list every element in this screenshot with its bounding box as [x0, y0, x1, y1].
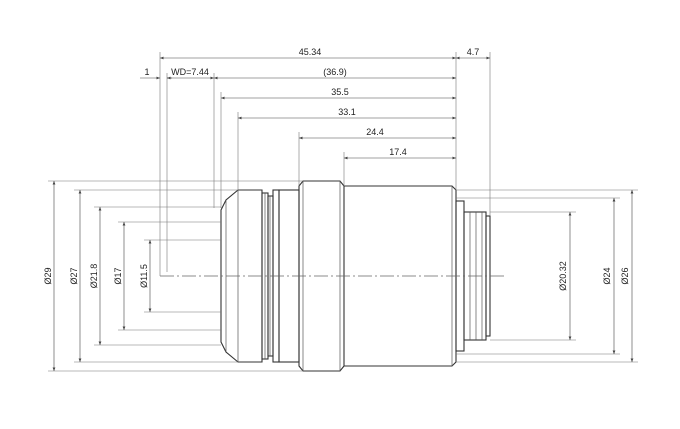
extension-lines-vertical — [159, 52, 491, 276]
dia115-label: Ø11.5 — [139, 264, 149, 288]
dia17-label: Ø17 — [113, 267, 123, 284]
dim-355-label: 35.5 — [331, 87, 349, 97]
horizontal-dimensions: 45.34 4.7 1 WD=7.44 (36.9) 35.5 33.1 24.… — [140, 47, 490, 160]
dim-gap-label: 1 — [144, 67, 149, 77]
dim-174-label: 17.4 — [389, 147, 407, 157]
dim-overall-label: 45.34 — [299, 47, 322, 57]
dia24-label: Ø24 — [602, 267, 612, 284]
dim-wd-label: WD=7.44 — [171, 67, 209, 77]
dia27-label: Ø27 — [69, 267, 79, 284]
dia2032-label: Ø20.32 — [558, 261, 568, 291]
right-diameter-dimensions: Ø20.32 Ø24 Ø26 — [456, 189, 638, 363]
left-diameter-dimensions: Ø29 Ø27 Ø21.8 Ø17 Ø11.5 — [43, 180, 303, 372]
dim-244-label: 24.4 — [366, 127, 384, 137]
dim-331-label: 33.1 — [338, 107, 356, 117]
dia218-label: Ø21.8 — [89, 264, 99, 289]
dia26-label: Ø26 — [620, 267, 630, 284]
dim-flange-label: 4.7 — [467, 47, 480, 57]
dim-369-label: (36.9) — [323, 67, 347, 77]
dia29-label: Ø29 — [43, 267, 53, 284]
